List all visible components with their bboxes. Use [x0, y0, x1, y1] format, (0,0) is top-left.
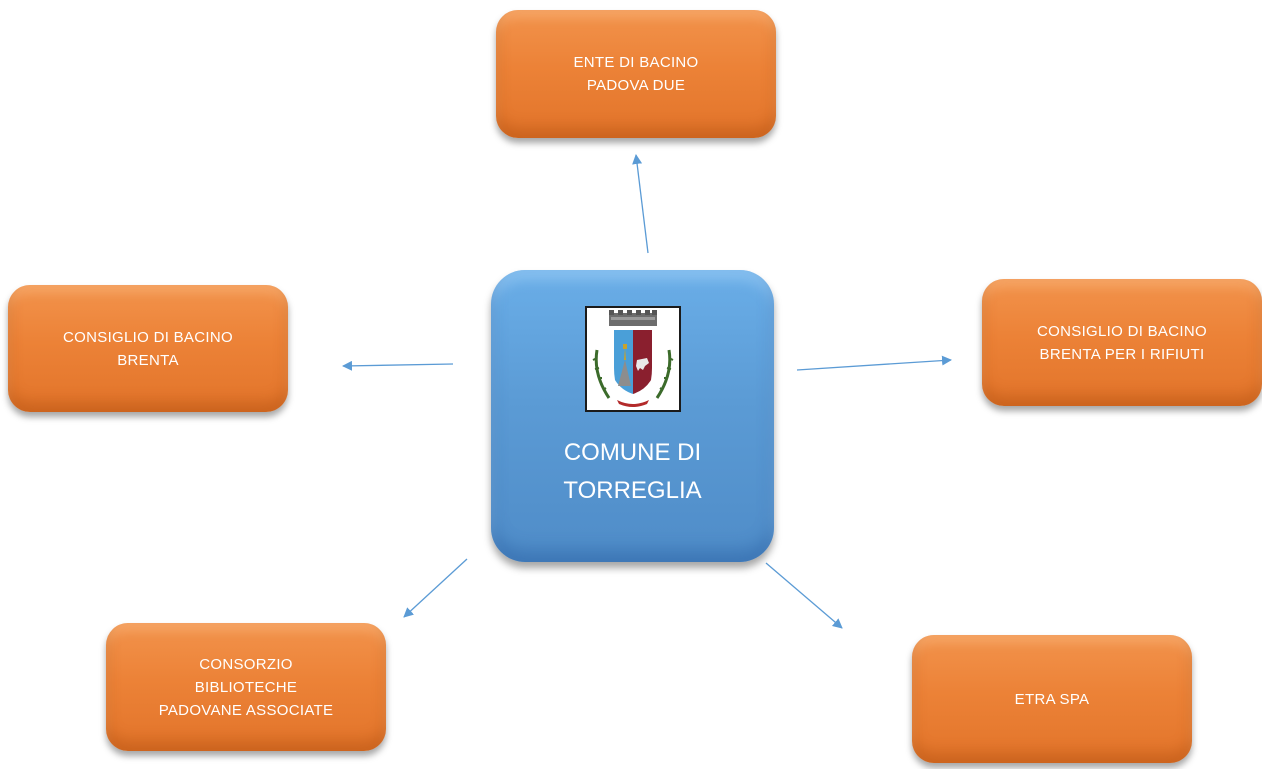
node-ente-di-bacino-label: ENTE DI BACINO PADOVA DUE: [573, 54, 699, 94]
node-consorzio-biblioteche-label: CONSORZIO BIBLIOTECHE PADOVANE ASSOCIATE: [158, 655, 334, 719]
arrow-to-top: [632, 154, 649, 254]
node-consiglio-bacino-rifiuti-label: CONSIGLIO DI BACINO BRENTA PER I RIFIUTI: [1037, 322, 1207, 363]
node-comune-di-torreglia: COMUNE DI TORREGLIA: [491, 270, 774, 562]
center-label: COMUNE DI TORREGLIA: [563, 439, 702, 504]
node-etra-spa: ETRA SPA: [912, 635, 1192, 763]
node-consiglio-bacino-rifiuti: CONSIGLIO DI BACINO BRENTA PER I RIFIUTI: [982, 279, 1262, 406]
node-ente-di-bacino: ENTE DI BACINO PADOVA DUE: [496, 10, 776, 138]
node-consiglio-bacino-brenta-label: CONSIGLIO DI BACINO BRENTA: [63, 328, 233, 369]
arrow-to-bottom-right: [765, 562, 843, 629]
node-consiglio-bacino-brenta: CONSIGLIO DI BACINO BRENTA: [8, 285, 288, 412]
arrow-to-left: [342, 360, 454, 371]
arrow-to-bottom-left: [403, 558, 468, 618]
arrow-to-right: [796, 355, 952, 371]
node-etra-spa-label: ETRA SPA: [1014, 690, 1090, 708]
coat-of-arms-icon: [584, 306, 681, 412]
node-consorzio-biblioteche: CONSORZIO BIBLIOTECHE PADOVANE ASSOCIATE: [106, 623, 386, 751]
